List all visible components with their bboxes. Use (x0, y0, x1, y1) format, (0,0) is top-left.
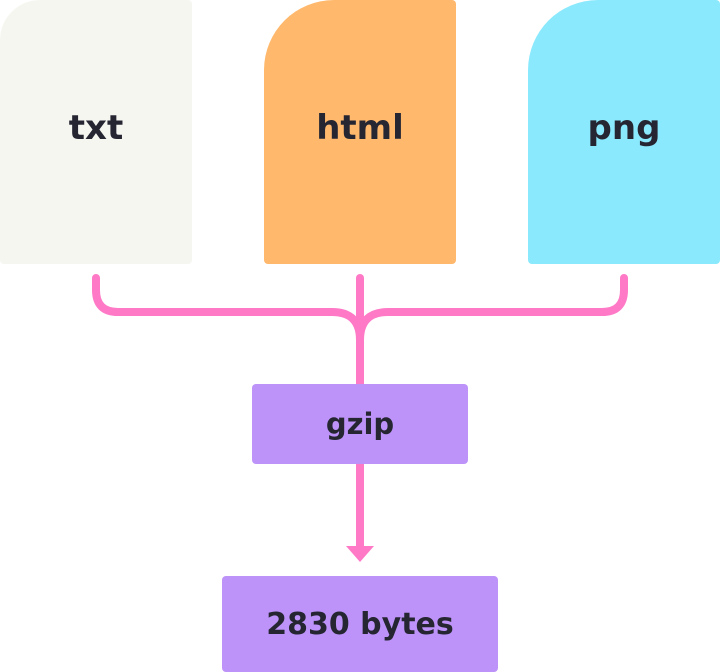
merge-bracket (92, 274, 364, 344)
output-arrowhead (346, 546, 374, 562)
file-txt-label: txt (68, 108, 124, 148)
file-png-label: png (587, 108, 661, 148)
output-size-label: 2830 bytes (266, 606, 454, 642)
merge-bracket-right (356, 274, 628, 344)
file-txt-card: txt (0, 0, 192, 264)
output-size-box: 2830 bytes (222, 576, 498, 672)
file-html-card: html (264, 0, 456, 264)
file-png-card: png (528, 0, 720, 264)
gzip-label: gzip (325, 407, 395, 441)
file-html-label: html (316, 108, 404, 148)
gzip-process-box: gzip (252, 384, 468, 464)
